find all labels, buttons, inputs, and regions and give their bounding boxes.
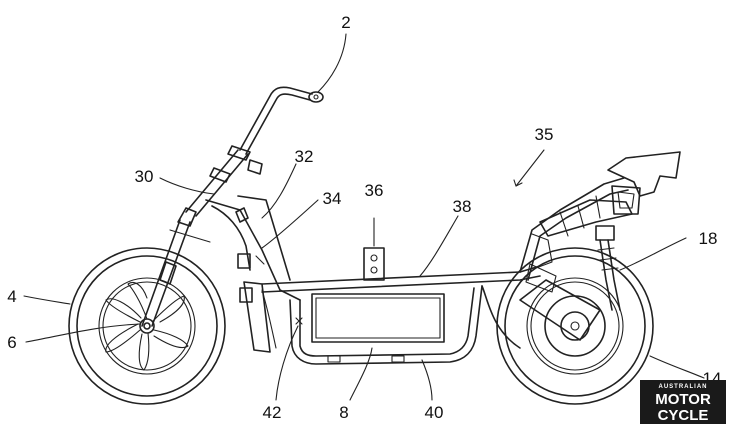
label-34: 34	[323, 189, 342, 208]
steering-column	[185, 145, 263, 217]
handlebar	[239, 86, 324, 155]
leader-lines	[23, 33, 705, 401]
label-42: 42	[263, 403, 282, 422]
connector-36	[363, 247, 385, 281]
rear-frame	[519, 177, 633, 281]
front-fork	[141, 207, 211, 327]
rear-shock	[597, 239, 621, 311]
battery-mounts	[327, 355, 405, 363]
label-36: 36	[365, 181, 384, 200]
battery	[311, 293, 445, 343]
rear-hub-motor	[519, 263, 606, 357]
label-2: 2	[341, 13, 350, 32]
label-4: 4	[7, 287, 16, 306]
label-8: 8	[339, 403, 348, 422]
logo-top-text: AUSTRALIAN	[659, 384, 708, 390]
label-30: 30	[135, 167, 154, 186]
label-32: 32	[295, 147, 314, 166]
label-35: 35	[535, 125, 554, 144]
label-38: 38	[453, 197, 472, 216]
logo-line2: CYCLE	[658, 407, 709, 424]
controller-mark-42	[295, 317, 303, 325]
logo-line1: MOTOR	[655, 391, 711, 408]
floor-frame	[261, 265, 541, 365]
front-axle-hub	[143, 322, 151, 330]
label-6: 6	[7, 333, 16, 352]
label-40: 40	[425, 403, 444, 422]
front-frame	[205, 195, 301, 353]
seat-tail	[595, 151, 681, 241]
reference-labels: 2 35 32 30 34 36 38 18 4 6 14 42 8 40	[7, 13, 721, 422]
label-18: 18	[699, 229, 718, 248]
front-wheel	[68, 247, 226, 405]
australian-motorcycle-news-logo: AUSTRALIAN MOTOR CYCLE	[640, 380, 726, 424]
rear-wheel	[496, 247, 654, 405]
